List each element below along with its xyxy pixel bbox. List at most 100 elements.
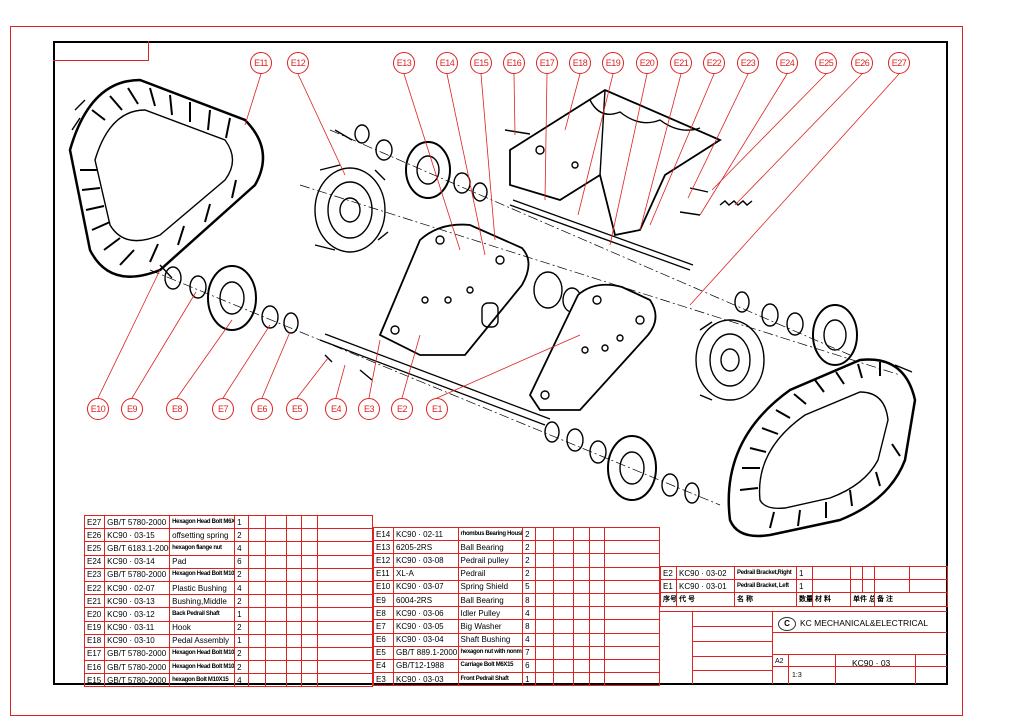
bom-blank [247,620,267,635]
callout-e16: E16 [503,52,525,74]
bom-blank [265,646,287,662]
callout-e18: E18 [569,52,591,74]
bom-qty: 1 [234,607,249,622]
left-bracket [378,223,530,356]
bom-name: Front Pedrail Shaft [457,672,524,687]
bom-blank [573,566,590,581]
idler-pulleys [207,141,858,501]
bom-qty: 2 [522,566,537,581]
bom-name: Shaft Bushing [457,632,524,647]
bom-blank [588,632,606,647]
bom-code: GB/T 889.1-2000 [393,645,459,660]
bom-blank [247,633,267,648]
bom-header-cell: 备 注 [874,592,948,607]
bom-qty: 1 [522,672,537,687]
spacer [481,302,499,328]
bom-name: Carriage Bolt M6X15 [457,658,524,674]
bom-blank [588,672,606,687]
bom-blank [317,580,373,596]
bom-blank [553,566,575,581]
bom-blank [301,541,319,556]
bom-name: Plastic Bushing [169,580,236,596]
bom-blank [604,632,660,647]
bom-qty: 2 [234,620,249,635]
bom-blank [573,526,590,542]
bom-blank [553,632,575,647]
bom-id: E15 [83,673,106,688]
bom-name: Big Washer [457,619,524,634]
bom-code: GB/T12-1988 [393,658,459,674]
bom-blank [265,528,287,543]
bom-qty: 1 [234,633,249,648]
bom-blank [317,660,373,675]
bom-header-cell: 材 料 [812,592,851,607]
bom-blank [604,658,660,674]
bom-blank [604,540,660,555]
bom-blank [535,672,555,687]
bom-qty: 4 [522,606,537,621]
callout-e25: E25 [815,52,837,74]
bom-blank [265,620,287,635]
bom-blank [553,658,575,674]
bom-blank [573,672,590,687]
bom-blank [588,619,606,634]
drawing-number: KC90 · 03 [852,658,891,668]
bom-id: E9 [372,592,395,608]
bom-id: E17 [83,646,106,662]
bom-code: GB/T 5780-2000 [104,646,171,662]
bom-id: E14 [372,526,395,542]
bom-blank [535,619,555,634]
bom-qty: 2 [234,646,249,662]
bom-name: Hexagon Head Bolt M10X35 [169,660,236,675]
bom-code: GB/T 5780-2000 [104,673,171,688]
callout-e20: E20 [636,52,658,74]
bom-blank [265,633,287,648]
bom-blank [588,526,606,542]
callout-e19: E19 [602,52,624,74]
bom-name: Ball Bearing [457,592,524,608]
bom-blank [247,673,267,688]
bom-name: hexagon flange nut [169,541,236,556]
callout-e10: E10 [87,398,109,420]
bom-blank [317,620,373,635]
bom-blank [247,594,267,609]
callout-e21: E21 [670,52,692,74]
bom-id: E10 [372,579,395,594]
bom-blank [265,541,287,556]
bom-blank [535,566,555,581]
bom-id: E8 [372,606,395,621]
bom-blank [535,658,555,674]
bom-blank [535,540,555,555]
bom-qty: 8 [522,619,537,634]
bom-blank [535,645,555,660]
bom-blank [301,620,319,635]
bom-blank [588,658,606,674]
bom-code: KC90 · 03-13 [104,594,171,609]
bom-code: XL-A [393,566,459,581]
bom-blank [604,566,660,581]
bom-blank [553,672,575,687]
bom-blank [285,673,303,688]
bom-blank [588,566,606,581]
bom-blank [301,514,319,530]
bom-blank [573,619,590,634]
bom-id: E24 [83,554,106,569]
bom-blank [573,592,590,608]
bom-qty: 2 [234,567,249,582]
callout-e6: E6 [251,398,273,420]
bom-blank [265,673,287,688]
bom-code: KC90 · 03-12 [104,607,171,622]
bom-blank [301,580,319,596]
bom-name: Pedrail pulley [457,553,524,568]
bom-blank [285,594,303,609]
bom-blank [301,646,319,662]
